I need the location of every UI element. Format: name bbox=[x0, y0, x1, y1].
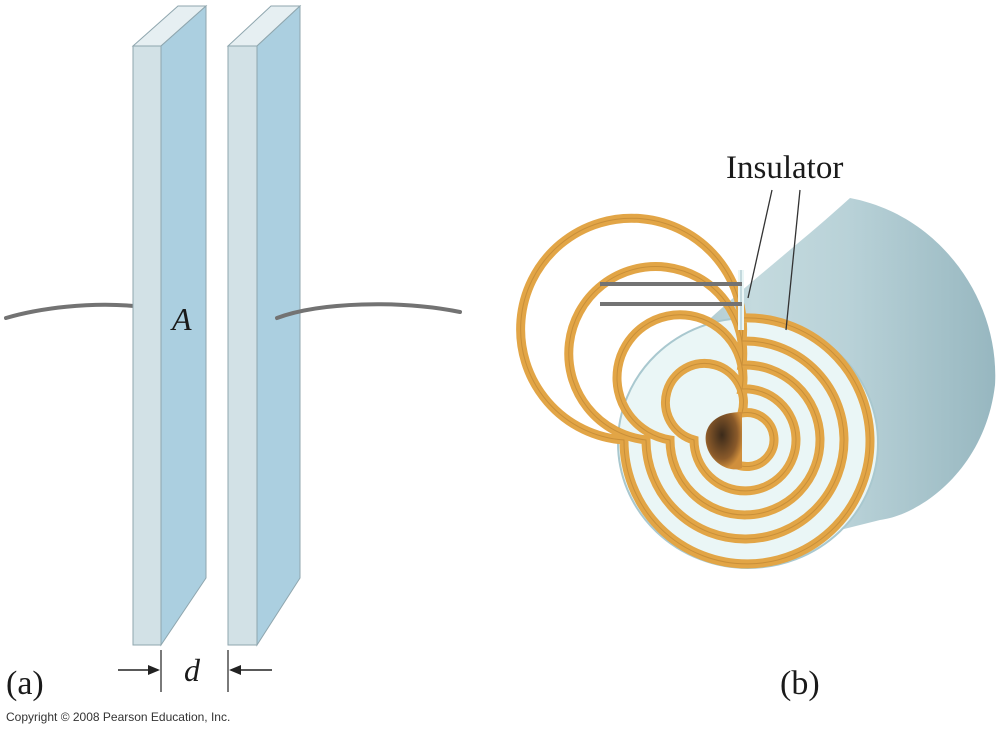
core-hollow bbox=[705, 412, 742, 470]
panel-label-b: (b) bbox=[780, 665, 820, 702]
insulator-leader-2 bbox=[785, 189, 801, 331]
parallel-plate-capacitor: A d (a) bbox=[4, 4, 462, 702]
copyright-notice: Copyright © 2008 Pearson Education, Inc. bbox=[6, 710, 231, 724]
insulator-label: Insulator bbox=[726, 150, 843, 186]
spiral-conductor-outline bbox=[520, 217, 871, 565]
right-plate bbox=[226, 4, 302, 647]
panel-label-a: (a) bbox=[6, 665, 44, 702]
right-lead-wire bbox=[275, 302, 462, 320]
left-lead-wire bbox=[4, 302, 136, 320]
plate-area-label: A bbox=[170, 301, 192, 337]
rolled-capacitor: Insulator (b) bbox=[516, 150, 996, 702]
insulator-leader-1 bbox=[747, 189, 773, 299]
separation-label: d bbox=[184, 652, 201, 688]
left-plate bbox=[131, 4, 208, 647]
separation-dimension: d bbox=[118, 650, 272, 692]
